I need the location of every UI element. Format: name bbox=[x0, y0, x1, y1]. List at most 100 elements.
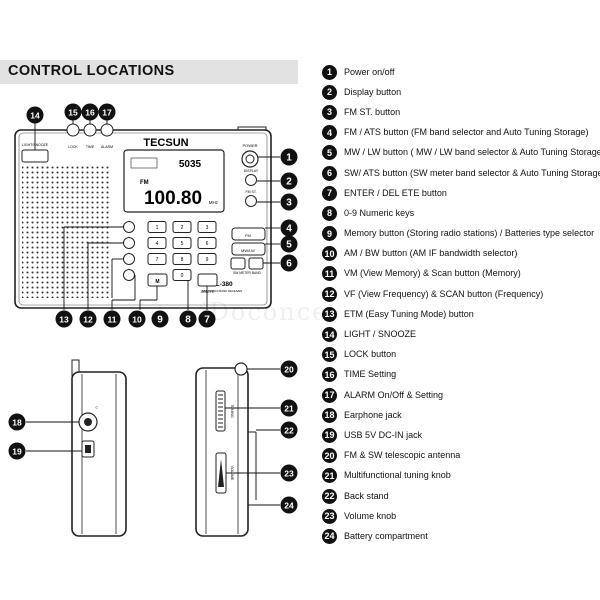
callout-marker bbox=[79, 310, 97, 328]
legend-text: FM ST. button bbox=[344, 106, 401, 118]
legend-text: Volume knob bbox=[344, 510, 397, 522]
callout-marker bbox=[98, 103, 116, 121]
power-label: POWER bbox=[242, 143, 257, 148]
speaker-grille bbox=[22, 166, 110, 298]
fm-ats-button[interactable] bbox=[231, 227, 266, 241]
legend-number: 13 bbox=[322, 306, 337, 322]
callout-number: 17 bbox=[102, 108, 112, 118]
alarm-button[interactable] bbox=[100, 123, 114, 137]
numeric-key[interactable] bbox=[197, 253, 217, 265]
sw-down-button[interactable] bbox=[230, 257, 246, 270]
leader-lines bbox=[26, 118, 280, 506]
callout-number: 14 bbox=[30, 111, 40, 121]
antenna-base bbox=[234, 362, 248, 376]
numeric-key[interactable] bbox=[172, 253, 192, 265]
numeric-key-label: 5 bbox=[181, 241, 184, 247]
lcd-band: FM bbox=[140, 180, 149, 186]
fm-st-button[interactable] bbox=[245, 195, 257, 207]
vm-button[interactable] bbox=[123, 253, 135, 265]
legend-number: 1 bbox=[322, 64, 337, 80]
numeric-key[interactable] bbox=[197, 237, 217, 249]
delete-label: DELETE bbox=[201, 290, 215, 294]
numeric-key[interactable] bbox=[172, 269, 192, 281]
power-button[interactable] bbox=[241, 150, 259, 168]
legend-number: 17 bbox=[322, 387, 337, 403]
legend-number: 21 bbox=[322, 468, 337, 484]
radio-right-side-view: TUNING VOLUME bbox=[195, 362, 257, 537]
sw-up-button[interactable] bbox=[248, 257, 264, 270]
legend-number: 24 bbox=[322, 528, 337, 544]
am-bw-button[interactable] bbox=[123, 269, 135, 281]
model-subtitle: DSP WORLD BAND RECEIVER bbox=[202, 289, 243, 293]
callout-marker bbox=[128, 310, 146, 328]
callout-number: 12 bbox=[83, 315, 93, 325]
mw-lw-button[interactable] bbox=[231, 242, 266, 256]
numeric-key[interactable] bbox=[197, 221, 217, 233]
section-banner: CONTROL LOCATIONS bbox=[0, 60, 298, 84]
callout-number: 15 bbox=[68, 108, 78, 118]
callout-number: 19 bbox=[12, 447, 22, 457]
callout-marker bbox=[8, 413, 26, 431]
legend-text: ETM (Easy Tuning Mode) button bbox=[344, 308, 474, 320]
display-button[interactable] bbox=[245, 174, 257, 186]
side-body-left bbox=[71, 371, 127, 537]
legend-text: Display button bbox=[344, 86, 402, 98]
callout-number: 21 bbox=[284, 404, 294, 414]
callout-marker bbox=[280, 172, 298, 190]
numeric-key[interactable] bbox=[147, 237, 167, 249]
lock-button[interactable] bbox=[66, 123, 80, 137]
lcd-unit: MHz bbox=[209, 200, 219, 205]
numeric-key-label: 3 bbox=[206, 225, 209, 231]
numeric-key[interactable] bbox=[147, 221, 167, 233]
enter-button[interactable] bbox=[197, 273, 218, 287]
legend-number: 5 bbox=[322, 145, 337, 161]
callout-marker bbox=[280, 148, 298, 166]
legend-number: 19 bbox=[322, 427, 337, 443]
callout-number: 20 bbox=[284, 365, 294, 375]
numeric-key-label: 8 bbox=[181, 257, 184, 263]
callout-number: 1 bbox=[286, 153, 292, 164]
lcd-display bbox=[123, 149, 225, 213]
legend-number: 9 bbox=[322, 226, 337, 242]
callout-marker bbox=[280, 254, 298, 272]
legend-text: USB 5V DC-IN jack bbox=[344, 429, 423, 441]
watermark: iDoconce bbox=[200, 298, 329, 326]
memory-label: M bbox=[155, 279, 159, 285]
vf-button[interactable] bbox=[123, 237, 135, 249]
numeric-key[interactable] bbox=[172, 237, 192, 249]
etm-button[interactable] bbox=[123, 221, 135, 233]
legend-text: ENTER / DEL ETE button bbox=[344, 187, 447, 199]
callout-number: 7 bbox=[204, 315, 210, 326]
callout-number: 18 bbox=[12, 418, 22, 428]
memory-button[interactable] bbox=[147, 273, 168, 287]
callout-number: 3 bbox=[286, 198, 292, 209]
fm-st-label: FM ST. bbox=[245, 190, 256, 194]
callout-number: 16 bbox=[85, 108, 95, 118]
time-button[interactable] bbox=[83, 123, 97, 137]
light-snooze-button[interactable] bbox=[21, 149, 49, 163]
sw-ats-label: SW METER BAND bbox=[233, 271, 261, 275]
callout-number: 13 bbox=[59, 315, 69, 325]
radio-front-view: LIGHT/SNOOZE LOCK TIME ALARM TECSUN 5035… bbox=[14, 123, 272, 309]
legend-number: 20 bbox=[322, 448, 337, 464]
legend-text: VF (View Frequency) & SCAN button (Frequ… bbox=[344, 288, 544, 300]
callout-number: 2 bbox=[286, 177, 292, 188]
legend-text: SW/ ATS button (SW meter band selector &… bbox=[344, 167, 600, 179]
side-body-right bbox=[195, 367, 249, 537]
numeric-key[interactable] bbox=[147, 253, 167, 265]
numeric-key[interactable] bbox=[172, 221, 192, 233]
legend-number: 4 bbox=[322, 125, 337, 141]
radio-diagram: LIGHT/SNOOZE LOCK TIME ALARM TECSUN 5035… bbox=[8, 103, 298, 537]
callout-marker bbox=[280, 360, 298, 378]
